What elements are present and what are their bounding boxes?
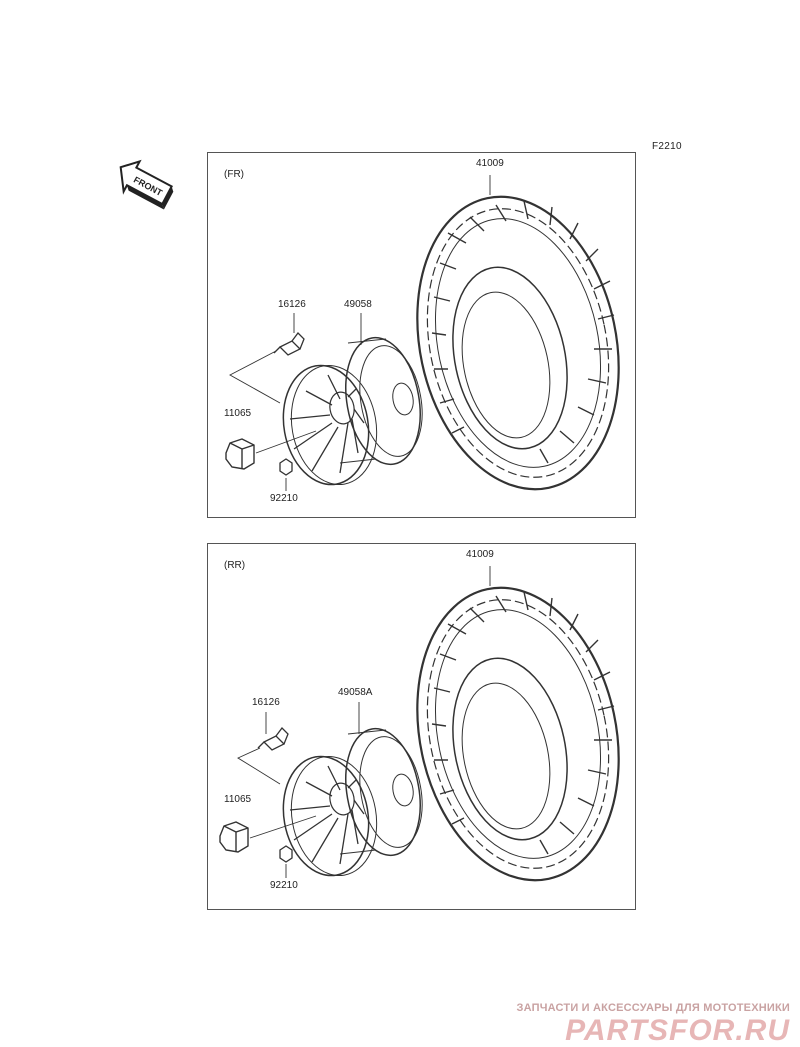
panel-tag: (FR) (224, 169, 244, 180)
rear-wheel-panel: (RR) 41009 16126 49058A 11065 92210 (207, 543, 636, 910)
watermark: ЗАПЧАСТИ И АКСЕССУАРЫ ДЛЯ МОТОТЕХНИКИ PA… (517, 1002, 790, 1047)
lug-nut-icon (279, 845, 293, 863)
center-cap-icon (225, 438, 255, 470)
valve-stem-icon (273, 332, 305, 356)
front-direction-arrow: FRONT (119, 159, 174, 210)
rim-icon (339, 727, 423, 857)
figure-code: F2210 (652, 141, 682, 152)
valve-part-number: 16126 (252, 697, 280, 708)
center-cap-icon (219, 821, 249, 853)
wheel-face-icon (282, 364, 378, 486)
nut-part-number: 92210 (270, 493, 298, 504)
tire-icon (416, 195, 620, 491)
cap-part-number: 11065 (224, 794, 252, 805)
front-wheel-drawing (225, 175, 620, 491)
front-wheel-panel: (FR) 41009 16126 49058 11065 92210 (207, 152, 636, 518)
valve-part-number: 16126 (278, 299, 306, 310)
panel-tag: (RR) (224, 560, 246, 571)
tire-part-number: 41009 (466, 549, 494, 560)
wheel-face-icon (282, 755, 378, 877)
rear-wheel-drawing (219, 566, 620, 882)
tire-icon (416, 586, 620, 882)
valve-stem-icon (257, 727, 289, 751)
nut-part-number: 92210 (270, 880, 298, 891)
cap-part-number: 11065 (224, 408, 252, 419)
rim-part-number: 49058 (344, 299, 372, 310)
watermark-tagline: ЗАПЧАСТИ И АКСЕССУАРЫ ДЛЯ МОТОТЕХНИКИ (516, 1002, 790, 1014)
rim-icon (339, 336, 423, 466)
watermark-logo: PARTSFOR.RU (565, 1014, 790, 1047)
lug-nut-icon (279, 458, 293, 476)
tire-part-number: 41009 (476, 158, 504, 169)
rim-part-number: 49058A (338, 687, 373, 698)
